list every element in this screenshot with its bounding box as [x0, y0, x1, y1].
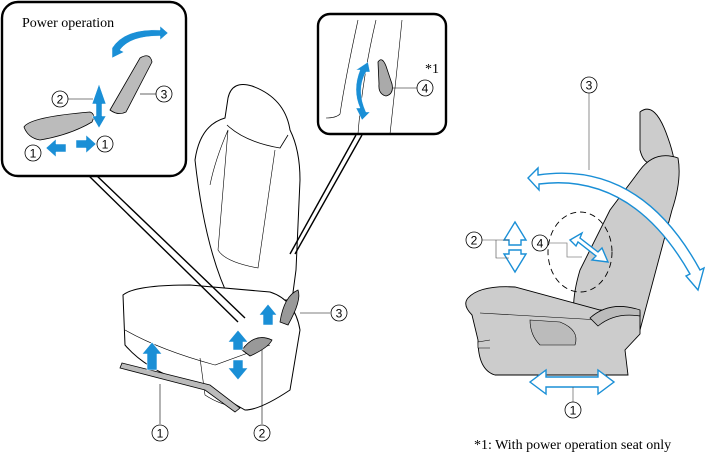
main-callout-1: 1	[151, 384, 169, 442]
slide-back-arrow-icon	[45, 138, 67, 158]
svg-text:4: 4	[422, 82, 429, 96]
side-callout-4: 4	[531, 234, 582, 258]
main-callout-2: 2	[253, 350, 271, 442]
lumbar-arrow-icon	[568, 231, 610, 263]
svg-text:1: 1	[570, 404, 577, 418]
footnote-marker: *1	[425, 62, 439, 77]
recline-up-arrow-icon	[258, 303, 278, 326]
svg-text:3: 3	[586, 79, 593, 93]
svg-text:1: 1	[157, 427, 164, 441]
main-seat-arrows	[141, 303, 278, 381]
svg-text:2: 2	[259, 427, 266, 441]
height-up-arrow-icon	[502, 220, 528, 246]
recline-lever	[279, 289, 300, 326]
main-callout-3: 3	[300, 304, 348, 322]
side-view-seat	[465, 108, 680, 376]
slide-up-arrow-icon	[141, 341, 163, 371]
svg-text:1: 1	[30, 147, 37, 161]
slide-arrow-icon	[528, 368, 616, 396]
power-operation-inset: Power operation 1 1 2 3	[0, 0, 188, 178]
svg-text:2: 2	[57, 93, 64, 107]
svg-text:3: 3	[336, 307, 343, 321]
height-down-arrow-icon	[227, 359, 249, 381]
recline-arc-arrow-icon	[527, 166, 706, 292]
main-seat	[119, 84, 301, 413]
side-view-arrows	[502, 166, 706, 396]
inset-leaders	[87, 134, 363, 323]
recline-arrow-icon	[111, 25, 169, 59]
side-callout-1: 1	[564, 387, 582, 419]
height-lever	[241, 337, 273, 357]
svg-text:1: 1	[102, 138, 109, 152]
slide-forward-arrow-icon	[75, 134, 97, 154]
footnote-text: *1: With power operation seat only	[474, 438, 671, 453]
svg-text:2: 2	[471, 234, 478, 248]
side-callout-3: 3	[580, 76, 598, 170]
lift-arrow-icon	[91, 83, 107, 129]
seat-switch	[23, 111, 94, 141]
side-callout-2: 2	[465, 231, 509, 259]
lumbar-inset: *1 4	[316, 12, 448, 136]
height-down-arrow-icon	[502, 249, 528, 274]
svg-text:3: 3	[161, 88, 168, 102]
lumbar-lever	[377, 59, 393, 97]
lumbar-arrow-icon	[355, 61, 371, 121]
svg-text:4: 4	[537, 237, 544, 251]
power-operation-title: Power operation	[22, 16, 114, 31]
height-up-arrow-icon	[227, 329, 249, 351]
recline-switch	[109, 55, 153, 114]
